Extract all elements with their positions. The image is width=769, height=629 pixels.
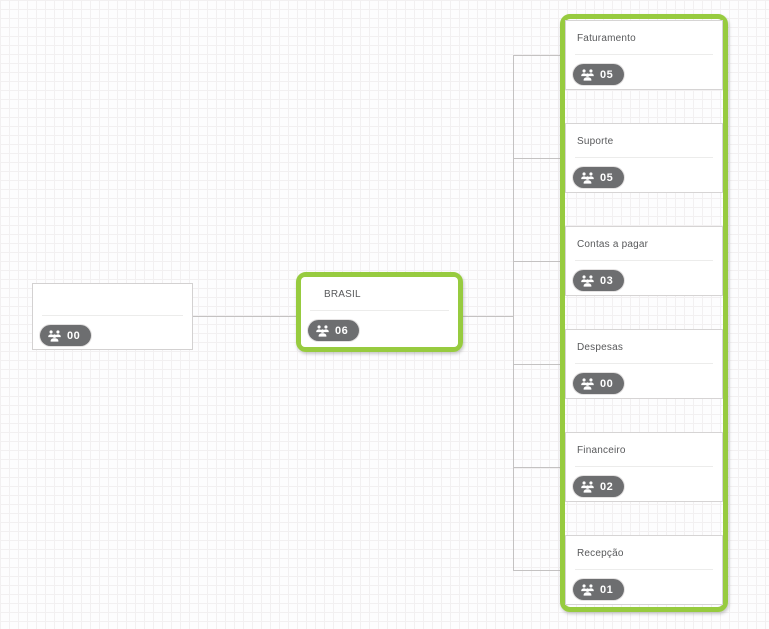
connector-stub-4: [513, 364, 560, 365]
member-count-value: 06: [335, 324, 349, 337]
node-divider: [575, 569, 713, 570]
connector-brasil-to-trunk: [463, 316, 513, 317]
users-group-icon: [580, 274, 595, 287]
users-group-icon: [580, 480, 595, 493]
node-divider: [575, 363, 713, 364]
member-count-badge[interactable]: 00: [40, 325, 92, 346]
member-count-badge[interactable]: 03: [573, 270, 625, 291]
node-divider: [575, 466, 713, 467]
org-node-brasil[interactable]: BRASIL: [296, 272, 463, 352]
connector-trunk: [513, 55, 514, 571]
department-title: Despesas: [577, 342, 624, 353]
users-group-icon: [580, 171, 595, 184]
department-title: Suporte: [577, 136, 614, 147]
department-card-recepcao[interactable]: Recepção 01: [565, 535, 723, 605]
connector-stub-1: [513, 55, 560, 56]
connector-stub-2: [513, 158, 560, 159]
department-title: Faturamento: [577, 33, 636, 44]
connector-stub-5: [513, 467, 560, 468]
member-count-badge[interactable]: 05: [573, 167, 625, 188]
node-divider: [575, 260, 713, 261]
users-group-icon: [580, 68, 595, 81]
departments-group[interactable]: Faturamento 05 Suporte 05: [560, 14, 728, 612]
connector-stub-3: [513, 261, 560, 262]
department-title: Contas a pagar: [577, 239, 649, 250]
node-divider: [310, 310, 449, 311]
member-count-value: 05: [600, 68, 614, 81]
department-title: Financeiro: [577, 445, 626, 456]
member-count-badge[interactable]: 02: [573, 476, 625, 497]
member-count-value: 00: [67, 329, 81, 342]
node-divider: [575, 157, 713, 158]
department-card-contas-a-pagar[interactable]: Contas a pagar 03: [565, 226, 723, 296]
member-count-value: 05: [600, 171, 614, 184]
node-divider: [575, 54, 713, 55]
member-count-value: 02: [600, 480, 614, 493]
member-count-badge[interactable]: 01: [573, 579, 625, 600]
node-divider: [42, 315, 183, 316]
member-count-badge[interactable]: 00: [573, 373, 625, 394]
department-card-despesas[interactable]: Despesas 00: [565, 329, 723, 399]
node-title: BRASIL: [324, 289, 361, 300]
member-count-value: 00: [600, 377, 614, 390]
department-title: Recepção: [577, 548, 624, 559]
users-group-icon: [580, 377, 595, 390]
users-group-icon: [47, 329, 62, 342]
department-card-suporte[interactable]: Suporte 05: [565, 123, 723, 193]
member-count-badge[interactable]: 06: [308, 320, 360, 341]
users-group-icon: [580, 583, 595, 596]
department-card-financeiro[interactable]: Financeiro 02: [565, 432, 723, 502]
users-group-icon: [315, 324, 330, 337]
org-node-root[interactable]: 00: [32, 283, 193, 350]
department-card-faturamento[interactable]: Faturamento 05: [565, 20, 723, 90]
member-count-value: 03: [600, 274, 614, 287]
connector-stub-6: [513, 570, 560, 571]
member-count-value: 01: [600, 583, 614, 596]
connector-root-to-brasil: [193, 316, 296, 317]
member-count-badge[interactable]: 05: [573, 64, 625, 85]
